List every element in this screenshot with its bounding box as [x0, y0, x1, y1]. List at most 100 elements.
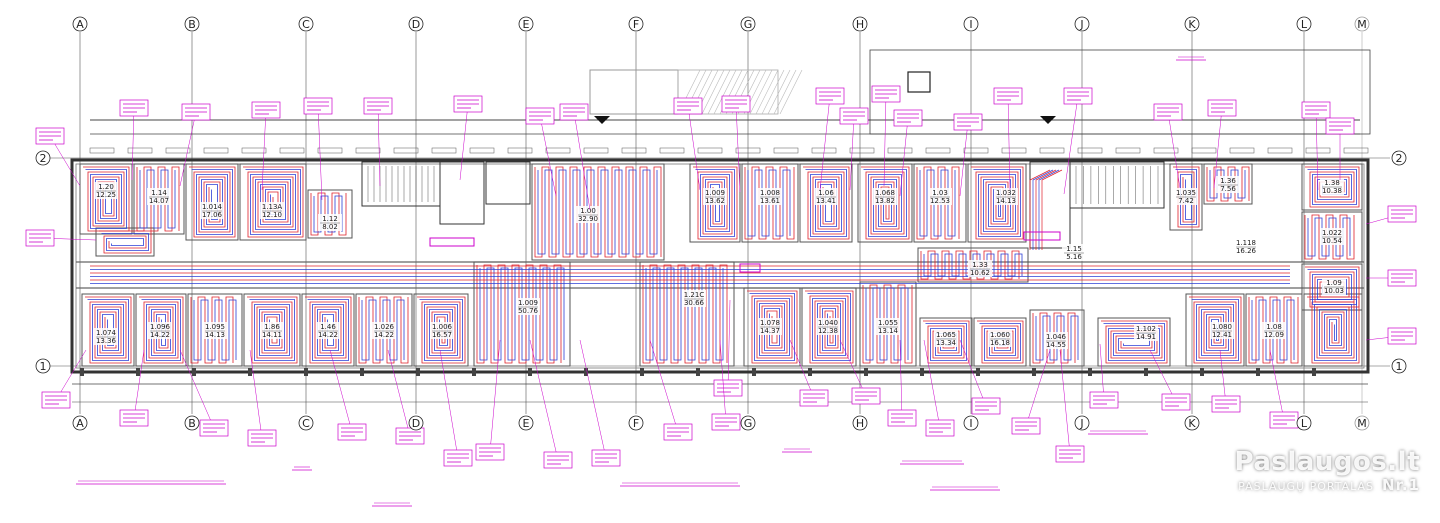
room-label: 1.367.56 — [1216, 176, 1240, 193]
grid-bubble-G-top: G — [740, 16, 756, 32]
room-wall — [799, 163, 853, 243]
room-area: 14.07 — [149, 197, 169, 205]
annotation-tag — [839, 339, 881, 405]
collector-callout — [372, 502, 412, 507]
room-wall — [859, 281, 917, 367]
grid-bubble-K-top: K — [1184, 16, 1200, 32]
annotation-tag — [1365, 327, 1417, 345]
shaft-1 — [485, 161, 531, 205]
room-wall — [1097, 317, 1171, 367]
grid-bubble-row-1-left: 1 — [35, 358, 51, 374]
room-area: 14.11 — [262, 331, 282, 339]
annotation-tag — [789, 339, 829, 407]
room-number: 1.068 — [875, 189, 895, 197]
room-number: 1.86 — [264, 323, 280, 331]
upper-block-outline — [869, 49, 1371, 135]
svg-text:G: G — [744, 18, 753, 31]
annotation-tag — [1301, 101, 1331, 191]
annotation-tag — [439, 349, 473, 467]
annotation-tag — [453, 95, 483, 181]
svg-text:F: F — [633, 18, 639, 31]
collector-callout — [930, 486, 1000, 491]
grid-bubble-A-top: A — [72, 16, 88, 32]
room-wall — [95, 227, 155, 257]
svg-text:H: H — [856, 18, 864, 31]
room-wall — [187, 293, 243, 367]
annotation-tag — [1269, 349, 1299, 429]
room-wall — [967, 163, 1027, 243]
manifold-2 — [1023, 231, 1061, 241]
room-number: 1.026 — [374, 323, 395, 331]
room-wall — [473, 261, 571, 367]
svg-text:H: H — [856, 417, 864, 430]
room-number: 1.46 — [320, 323, 336, 331]
grid-bubble-M-bottom: M — [1354, 415, 1370, 431]
svg-text:M: M — [1357, 18, 1367, 31]
room-wall — [917, 247, 1029, 283]
annotation-tag — [41, 349, 87, 409]
room-number: 1.035 — [1176, 189, 1196, 197]
annotation-tag — [579, 339, 621, 467]
room-wall — [307, 189, 353, 239]
room-number: 1.12 — [322, 215, 338, 223]
grid-bubble-J-bottom: J — [1074, 415, 1090, 431]
annotation-tag — [871, 85, 901, 187]
svg-text:1: 1 — [1396, 360, 1403, 373]
room-wall — [689, 163, 741, 243]
room-label: 1.155.16 — [1062, 244, 1086, 261]
room-wall — [743, 287, 801, 367]
section-marker — [1040, 116, 1056, 124]
grid-bubble-I-top: I — [963, 16, 979, 32]
room-area: 50.76 — [518, 307, 539, 315]
heating-loop — [99, 230, 152, 254]
room-number: 1.078 — [760, 319, 780, 327]
annotation-tag — [1063, 87, 1093, 195]
room-area: 12.10 — [262, 211, 282, 219]
room-wall — [741, 163, 799, 243]
grid-bubble-L-top: L — [1296, 16, 1312, 32]
collector-callout — [620, 482, 740, 487]
room-number: 1.06 — [818, 189, 834, 197]
svg-text:K: K — [1188, 18, 1196, 31]
room-number: 1.00 — [580, 207, 596, 215]
room-wall — [413, 293, 469, 367]
annotation-tag — [815, 87, 845, 191]
hatched-block — [677, 69, 779, 115]
annotation-tag — [1207, 99, 1237, 189]
room-area: 14.22 — [374, 331, 394, 339]
svg-text:2: 2 — [1396, 152, 1403, 165]
svg-text:B: B — [188, 417, 196, 430]
room-wall — [79, 163, 133, 235]
room-area: 30.66 — [684, 299, 705, 307]
room-number: 1.055 — [878, 319, 898, 327]
room-number: 1.009 — [705, 189, 725, 197]
room-number: 1.022 — [1322, 229, 1342, 237]
room-wall — [919, 317, 973, 367]
room-area: 13.62 — [705, 197, 725, 205]
room-area: 12.38 — [818, 327, 838, 335]
svg-text:K: K — [1188, 417, 1196, 430]
room-number: 1.36 — [1220, 177, 1236, 185]
room-area: 12.41 — [1212, 331, 1232, 339]
room-number: 1.060 — [990, 331, 1010, 339]
svg-text:D: D — [412, 417, 420, 430]
annotation-tag — [893, 109, 923, 197]
room-number: 1.03 — [932, 189, 948, 197]
